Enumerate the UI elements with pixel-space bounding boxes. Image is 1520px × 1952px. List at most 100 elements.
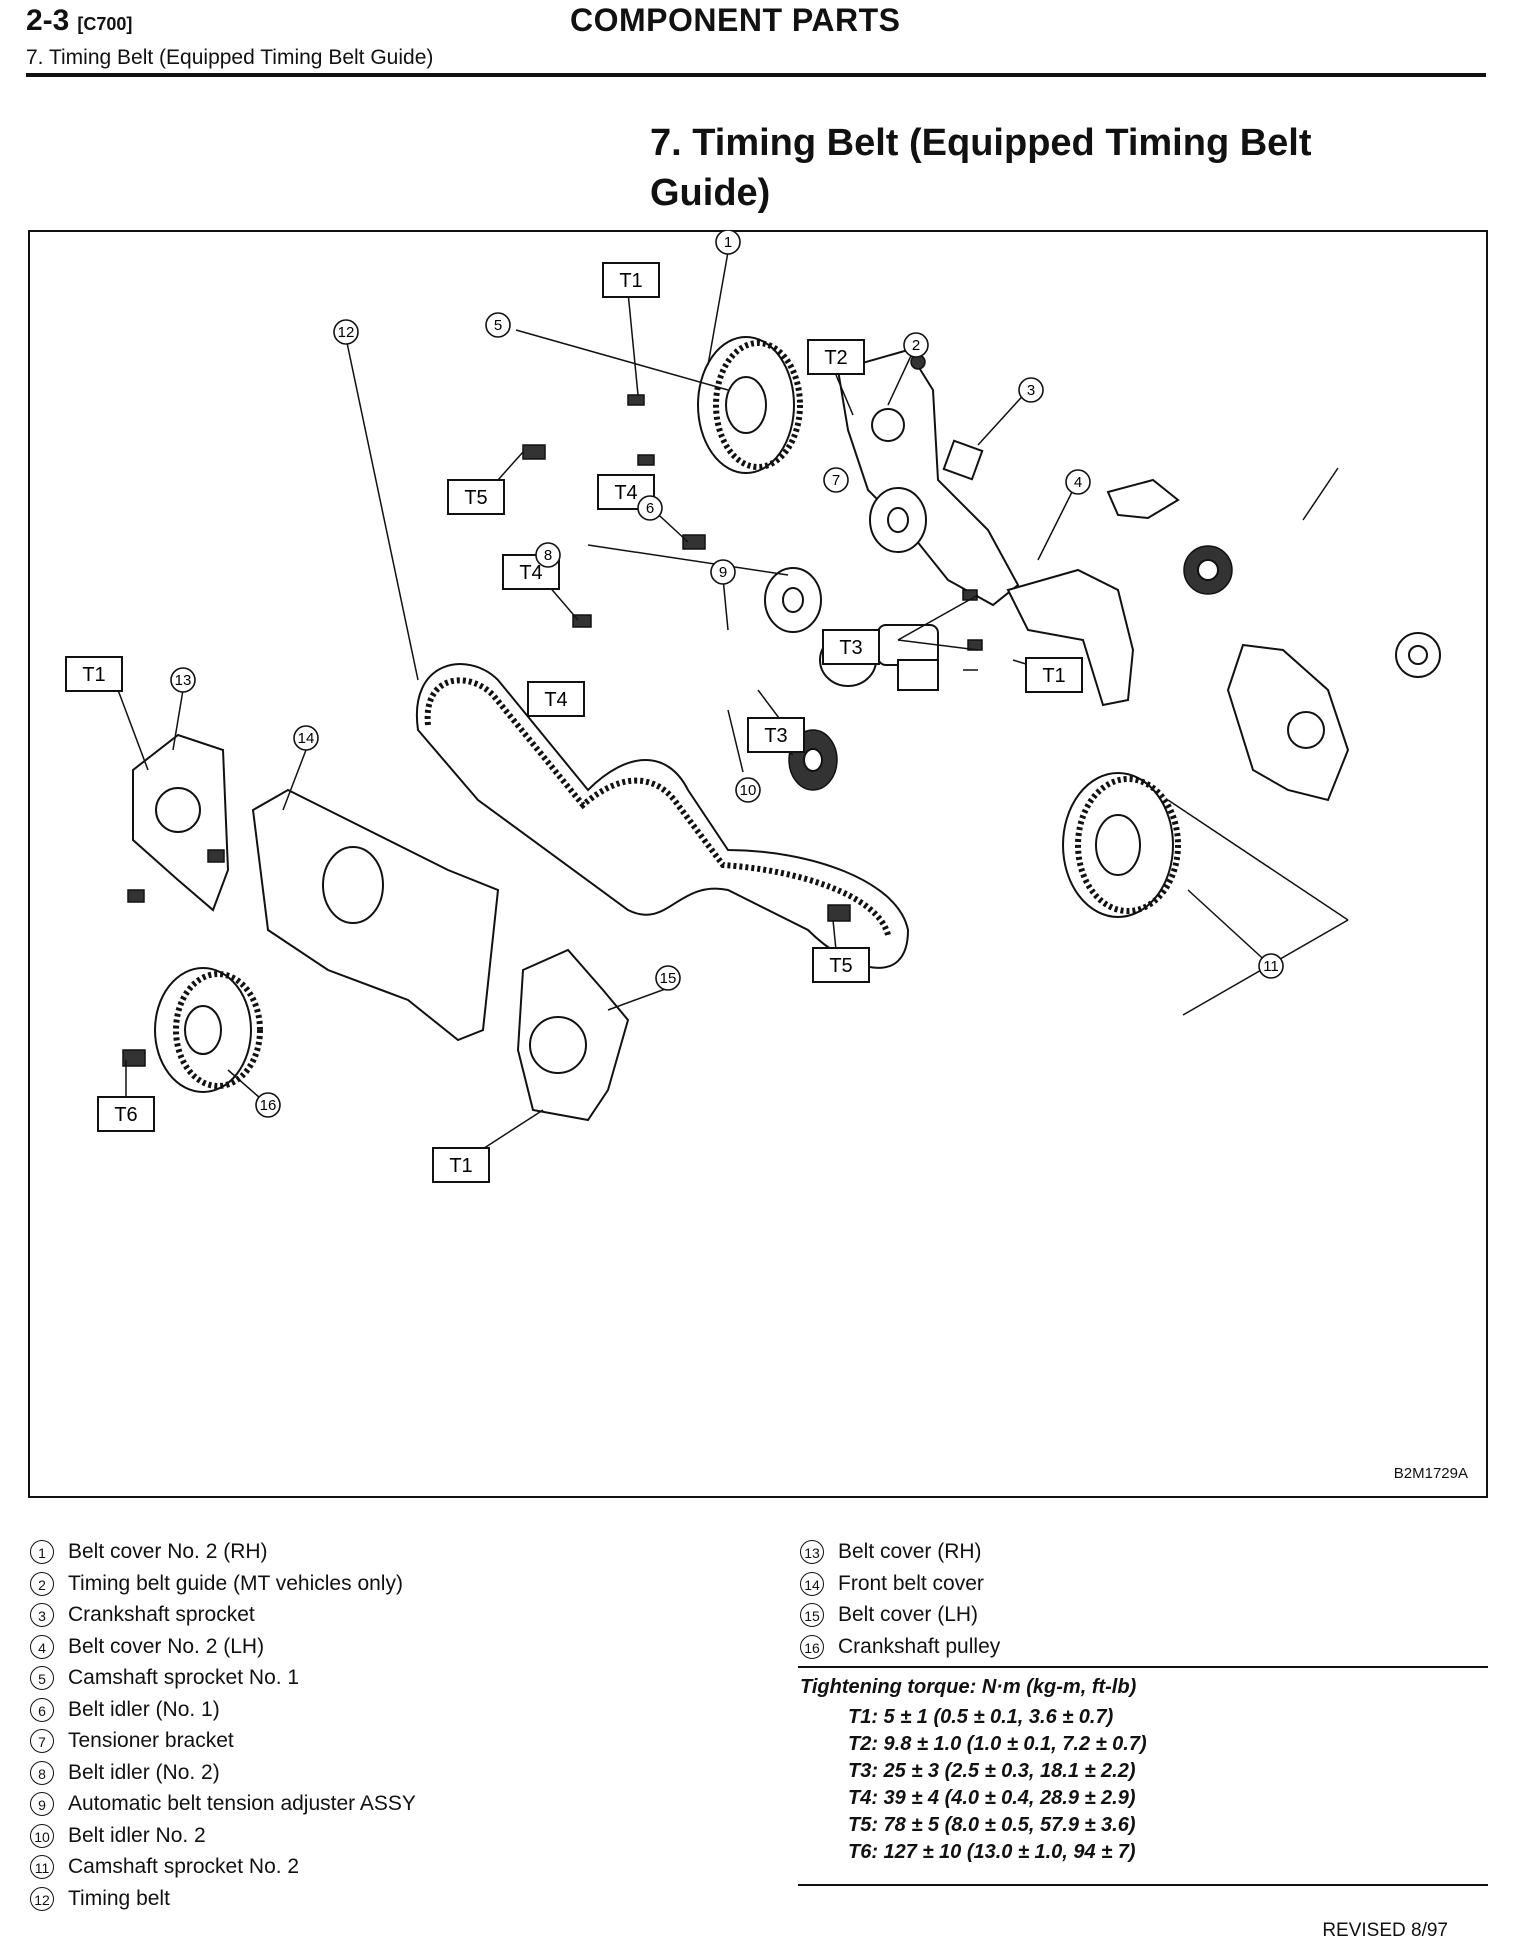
legend-number: 1 bbox=[30, 1540, 54, 1564]
svg-text:12: 12 bbox=[338, 324, 355, 341]
torque-item: T1: 5 ± 1 (0.5 ± 0.1, 3.6 ± 0.7) bbox=[848, 1706, 1114, 1728]
callout-9: 9 bbox=[710, 559, 736, 585]
belt-idler-no1 bbox=[869, 487, 927, 553]
svg-text:8: 8 bbox=[544, 547, 552, 564]
legend-text: Belt cover (LH) bbox=[838, 1603, 979, 1626]
legend-number: 16 bbox=[800, 1634, 824, 1659]
svg-text:T5: T5 bbox=[829, 955, 852, 977]
torque-label-t5: T5 bbox=[812, 947, 870, 983]
svg-text:14: 14 bbox=[298, 730, 315, 747]
svg-text:9: 9 bbox=[719, 564, 727, 581]
legend-number: 7 bbox=[30, 1729, 54, 1753]
legend-number: 14 bbox=[800, 1571, 824, 1596]
svg-text:4: 4 bbox=[1074, 474, 1082, 491]
svg-text:3: 3 bbox=[1027, 382, 1035, 399]
diagram-frame bbox=[28, 230, 1488, 1498]
page-header-subtitle: 7. Timing Belt (Equipped Timing Belt Gui… bbox=[26, 46, 434, 69]
svg-text:10: 10 bbox=[740, 782, 757, 799]
torque-label-t2: T2 bbox=[807, 339, 865, 375]
page-header-title: COMPONENT PARTS bbox=[570, 2, 901, 38]
callout-4: 4 bbox=[1065, 469, 1091, 495]
callout-14: 14 bbox=[293, 725, 319, 751]
svg-text:T1: T1 bbox=[1042, 665, 1065, 687]
legend-text: Tensioner bracket bbox=[68, 1729, 234, 1752]
torque-item: T4: 39 ± 4 (4.0 ± 0.4, 28.9 ± 2.9) bbox=[848, 1787, 1136, 1809]
torque-label-t3: T3 bbox=[747, 717, 805, 753]
svg-text:7: 7 bbox=[832, 472, 840, 489]
svg-text:2: 2 bbox=[912, 337, 920, 354]
callout-3: 3 bbox=[1018, 377, 1044, 403]
svg-text:T6: T6 bbox=[114, 1104, 137, 1126]
callout-5: 5 bbox=[485, 312, 511, 338]
legend-text: Camshaft sprocket No. 2 bbox=[68, 1855, 300, 1878]
leader-lines bbox=[117, 251, 1339, 1166]
torque-label-t1: T1 bbox=[65, 656, 123, 692]
legend-number: 8 bbox=[30, 1760, 54, 1785]
callout-1: 1 bbox=[715, 230, 741, 255]
torque-label-t6: T6 bbox=[97, 1096, 155, 1132]
torque-label-t1: T1 bbox=[602, 262, 660, 298]
legend-text: Crankshaft pulley bbox=[838, 1634, 1001, 1658]
callout-13: 13 bbox=[170, 667, 196, 693]
legend-text: Front belt cover bbox=[838, 1571, 984, 1595]
callout-7: 7 bbox=[823, 467, 849, 493]
guide-line bbox=[1167, 799, 1349, 921]
svg-text:T4: T4 bbox=[614, 482, 637, 504]
callout-12: 12 bbox=[333, 319, 359, 345]
legend-item: 7 Tensioner bracket bbox=[30, 1725, 416, 1757]
timing-belt-guide bbox=[1106, 478, 1180, 520]
belt-cover-no2-lh bbox=[1226, 632, 1441, 802]
svg-text:1: 1 bbox=[724, 234, 732, 251]
legend-text: Belt cover No. 2 (LH) bbox=[68, 1634, 265, 1658]
torque-rule-top bbox=[798, 1666, 1488, 1668]
torque-label-t1: T1 bbox=[1025, 657, 1083, 693]
legend-number: 2 bbox=[30, 1571, 54, 1596]
legend-number: 12 bbox=[30, 1886, 54, 1911]
legend-number: 4 bbox=[30, 1634, 54, 1659]
crankshaft-pulley bbox=[154, 967, 263, 1093]
torque-item: T3: 25 ± 3 (2.5 ± 0.3, 18.1 ± 2.2) bbox=[848, 1760, 1136, 1782]
timing-belt bbox=[415, 663, 910, 969]
legend-item: 9 Automatic belt tension adjuster ASSY bbox=[30, 1788, 416, 1820]
svg-text:5: 5 bbox=[494, 317, 502, 334]
legend-item: 1 Belt cover No. 2 (RH) bbox=[30, 1536, 416, 1568]
svg-text:16: 16 bbox=[260, 1097, 277, 1114]
legend-number: 9 bbox=[30, 1792, 54, 1816]
figure-id: B2M1729A bbox=[1393, 1465, 1468, 1482]
legend-number: 3 bbox=[30, 1603, 54, 1627]
camshaft-sprocket-no1 bbox=[697, 336, 803, 474]
legend-item: 14 Front belt cover bbox=[800, 1568, 1000, 1600]
callout-2: 2 bbox=[903, 332, 929, 358]
legend-item: 16 Crankshaft pulley bbox=[800, 1631, 1000, 1663]
svg-text:11: 11 bbox=[1263, 958, 1279, 975]
belt-idler-no2 bbox=[764, 567, 822, 633]
torque-item: T5: 78 ± 5 (8.0 ± 0.5, 57.9 ± 3.6) bbox=[848, 1814, 1136, 1836]
tensioner-bracket bbox=[1006, 568, 1135, 707]
svg-text:T5: T5 bbox=[464, 487, 487, 509]
callout-10: 10 bbox=[735, 777, 761, 803]
torque-label-t3: T3 bbox=[822, 629, 880, 665]
svg-text:T4: T4 bbox=[519, 562, 542, 584]
svg-text:T2: T2 bbox=[824, 347, 847, 369]
svg-text:T3: T3 bbox=[764, 725, 787, 747]
legend-item: 12 Timing belt bbox=[30, 1883, 416, 1915]
legend-text: Belt idler (No. 1) bbox=[68, 1697, 220, 1721]
svg-text:13: 13 bbox=[175, 672, 192, 689]
legend-text: Timing belt bbox=[68, 1886, 170, 1910]
legend-text: Automatic belt tension adjuster ASSY bbox=[68, 1792, 416, 1815]
svg-text:15: 15 bbox=[660, 970, 677, 987]
page-title: 7. Timing Belt (Equipped Timing Belt Gui… bbox=[650, 122, 1312, 214]
legend-text: Camshaft sprocket No. 1 bbox=[68, 1666, 300, 1689]
callout-16: 16 bbox=[255, 1092, 281, 1118]
section-code: [C700] bbox=[77, 14, 133, 34]
legend-text: Belt idler (No. 2) bbox=[68, 1760, 220, 1784]
legend-text: Belt cover No. 2 (RH) bbox=[68, 1540, 268, 1563]
legend-text: Belt cover (RH) bbox=[838, 1540, 982, 1563]
section-number: 2-3[C700] bbox=[26, 4, 132, 38]
